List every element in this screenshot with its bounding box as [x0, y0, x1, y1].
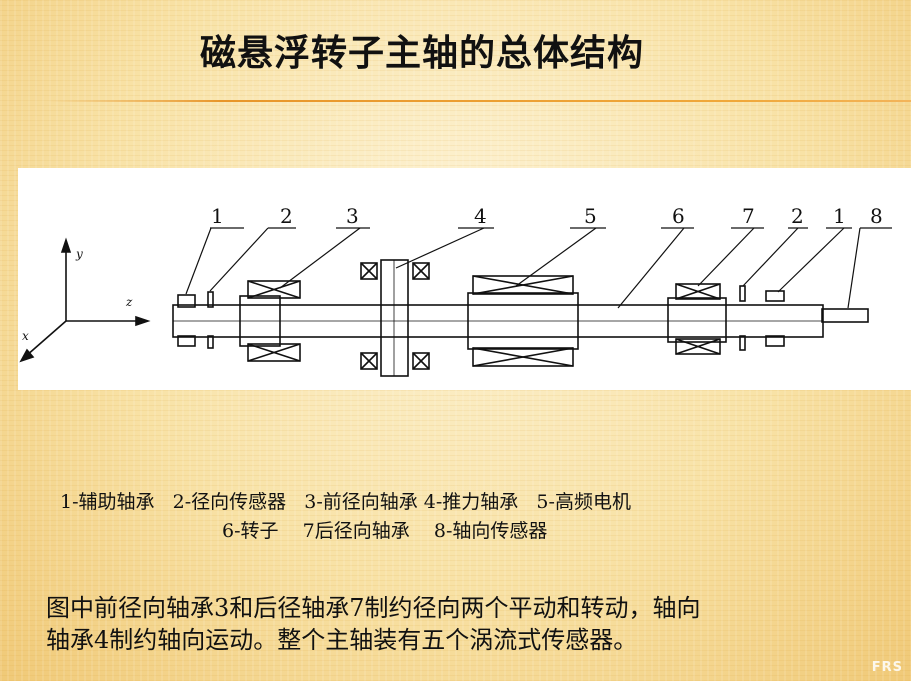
radial-sensor-left: [207, 291, 214, 349]
slide-title: 磁悬浮转子主轴的总体结构: [200, 33, 645, 74]
axis-label-z: z: [125, 295, 133, 309]
radial-sensor-right: [739, 285, 746, 351]
part-label-1-left: 1: [211, 204, 224, 228]
axis-label-x: x: [22, 329, 29, 343]
part-label-7: 7: [742, 204, 755, 228]
watermark-logo: FRS: [871, 660, 903, 675]
legend-line-1: 1-辅助轴承 2-径向传感器 3-前径向轴承 4-推力轴承 5-高频电机: [60, 491, 631, 513]
part-label-3: 3: [346, 204, 359, 228]
part-label-1-right: 1: [833, 204, 846, 228]
legend-line-2: 6-转子 7后径向轴承 8-轴向传感器: [222, 520, 548, 542]
description-line-1: 图中前径向轴承3和后径轴承7制约径向两个平动和转动，轴向: [46, 594, 701, 622]
high-frequency-motor: [467, 275, 579, 367]
auxiliary-bearing-left: [177, 294, 196, 347]
part-label-4: 4: [474, 204, 487, 228]
rotor-shaft: [172, 304, 869, 338]
spindle-diagram: y z x 1 2 3 4 5 6 7 2 1 8: [18, 168, 911, 390]
part-label-2-right: 2: [791, 204, 804, 228]
rear-radial-bearing: [667, 283, 727, 355]
part-label-2-left: 2: [280, 204, 293, 228]
thrust-bearing: [360, 259, 430, 377]
leader-lines: [185, 227, 892, 309]
auxiliary-bearing-right: [765, 290, 785, 347]
axis-label-y: y: [75, 247, 83, 261]
title-divider: [48, 100, 911, 102]
front-radial-bearing: [239, 280, 301, 362]
part-label-6: 6: [672, 204, 685, 228]
description-line-2: 轴承4制约轴向运动。整个主轴装有五个涡流式传感器。: [46, 626, 638, 654]
coordinate-axes: [19, 237, 151, 363]
part-label-8: 8: [870, 204, 883, 228]
part-label-5: 5: [584, 204, 597, 228]
spindle-drawing: y z x 1 2 3 4 5 6 7 2 1 8: [19, 204, 892, 377]
